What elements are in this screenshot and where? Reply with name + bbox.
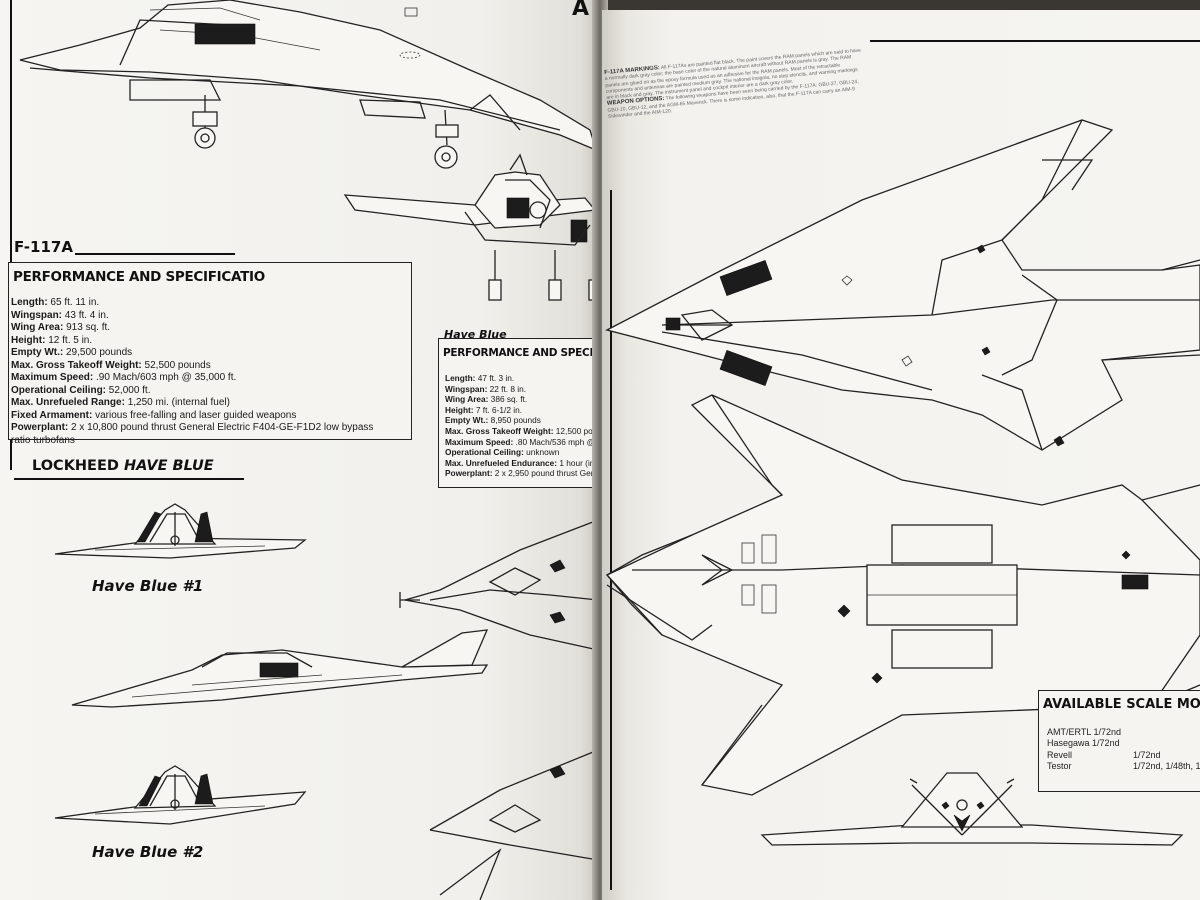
- f117-spec-list: Length: 65 ft. 11 in. Wingspan: 43 ft. 4…: [11, 297, 373, 447]
- spec-wingspan: Wingspan: 43 ft. 4 in.: [11, 309, 109, 321]
- spec-length: Length: 65 ft. 11 in.: [11, 297, 100, 308]
- spec-max-speed: Maximum Speed: .90 Mach/603 mph @ 35,000…: [11, 372, 237, 383]
- available-models-heading: AVAILABLE SCALE MOD: [1043, 697, 1200, 712]
- have-blue-spec-list: Length: 47 ft. 3 in. Wingspan: 22 ft. 8 …: [445, 373, 669, 479]
- spec-powerplant-continued: ratio turbofans: [11, 434, 75, 446]
- section-title-rule: [14, 478, 244, 480]
- right-page: F-117A MARKINGS: All F-117As are painted…: [602, 10, 1200, 900]
- hb-spec-ceiling: Operational Ceiling: unknown: [445, 447, 560, 458]
- have-blue-spec-box: PERFORMANCE AND SPECIFICAT Length: 47 ft…: [438, 338, 669, 488]
- have-blue-2-caption: Have Blue #2: [92, 843, 204, 861]
- f117-spec-box: PERFORMANCE AND SPECIFICATIO Length: 65 …: [8, 262, 412, 446]
- f117-spec-box-title: PERFORMANCE AND SPECIFICATIO: [13, 269, 265, 285]
- hb-spec-max-speed: Maximum Speed: .80 Mach/536 mph @ 35,000…: [445, 436, 632, 447]
- f117-front-view-drawing: [343, 153, 602, 301]
- f117-side-view-drawing: [19, 0, 598, 169]
- have-blue-1-front-drawing: [54, 503, 307, 559]
- left-page: F-117A PERFORMANCE AND SPECIFICATIO Leng…: [0, 0, 669, 900]
- have-blue-side-drawing: [71, 629, 489, 708]
- hb-spec-powerplant: Powerplant: 2 x 2,950 pound thrust Gener…: [445, 468, 670, 479]
- f117-heading: F-117A: [14, 238, 73, 256]
- f117-heading-rule: [75, 253, 235, 255]
- model-row-amt-ertl: AMT/ERTL 1/72nd: [1047, 727, 1122, 737]
- hb-spec-length: Length: 47 ft. 3 in.: [445, 373, 515, 383]
- corner-title-letter: A: [572, 0, 590, 21]
- hb-spec-height: Height: 7 ft. 6-1/2 in.: [445, 404, 523, 415]
- page-border-left: [10, 0, 12, 470]
- hb-spec-empty-weight: Empty Wt.: 8,950 pounds: [445, 415, 541, 426]
- have-blue-2-front-drawing: [54, 765, 307, 825]
- model-row-hasegawa: Hasegawa 1/72nd: [1047, 738, 1120, 748]
- have-blue-1-caption: Have Blue #1: [92, 577, 204, 595]
- page-border-right-vertical: [610, 190, 612, 890]
- available-models-box: AVAILABLE SCALE MOD AMT/ERTL 1/72nd Hase…: [1038, 690, 1200, 792]
- spec-empty-weight: Empty Wt.: 29,500 pounds: [11, 347, 133, 358]
- spec-height: Height: 12 ft. 5 in.: [11, 334, 93, 346]
- spec-armament: Fixed Armament: various free-falling and…: [11, 409, 297, 421]
- hb-spec-wing-area: Wing Area: 386 sq. ft.: [445, 394, 528, 405]
- spec-wing-area: Wing Area: 913 sq. ft.: [11, 322, 111, 333]
- f117-top-view-drawing: [605, 119, 1200, 451]
- page-border-right: [870, 40, 1200, 42]
- have-blue-heading: Have Blue: [444, 328, 507, 341]
- f117-rear-view-drawing: [760, 772, 1184, 846]
- hb-spec-wingspan: Wingspan: 22 ft. 8 in.: [445, 383, 527, 394]
- spec-max-takeoff-weight: Max. Gross Takeoff Weight: 52,500 pounds: [11, 359, 211, 371]
- have-blue-section-title: LOCKHEED HAVE BLUE: [32, 458, 214, 474]
- hb-spec-max-takeoff-weight: Max. Gross Takeoff Weight: 12,500 pounds: [445, 425, 611, 436]
- section-title-prefix: LOCKHEED: [32, 458, 124, 474]
- have-blue-spec-box-title: PERFORMANCE AND SPECIFICAT: [443, 347, 625, 359]
- spec-range: Max. Unrefueled Range: 1,250 mi. (intern…: [11, 397, 230, 408]
- section-title-emphasis: HAVE BLUE: [123, 458, 214, 474]
- spec-powerplant: Powerplant: 2 x 10,800 pound thrust Gene…: [11, 422, 374, 433]
- f117-plan-partial-drawing: [399, 519, 599, 900]
- spec-ceiling: Operational Ceiling: 52,000 ft.: [11, 384, 151, 396]
